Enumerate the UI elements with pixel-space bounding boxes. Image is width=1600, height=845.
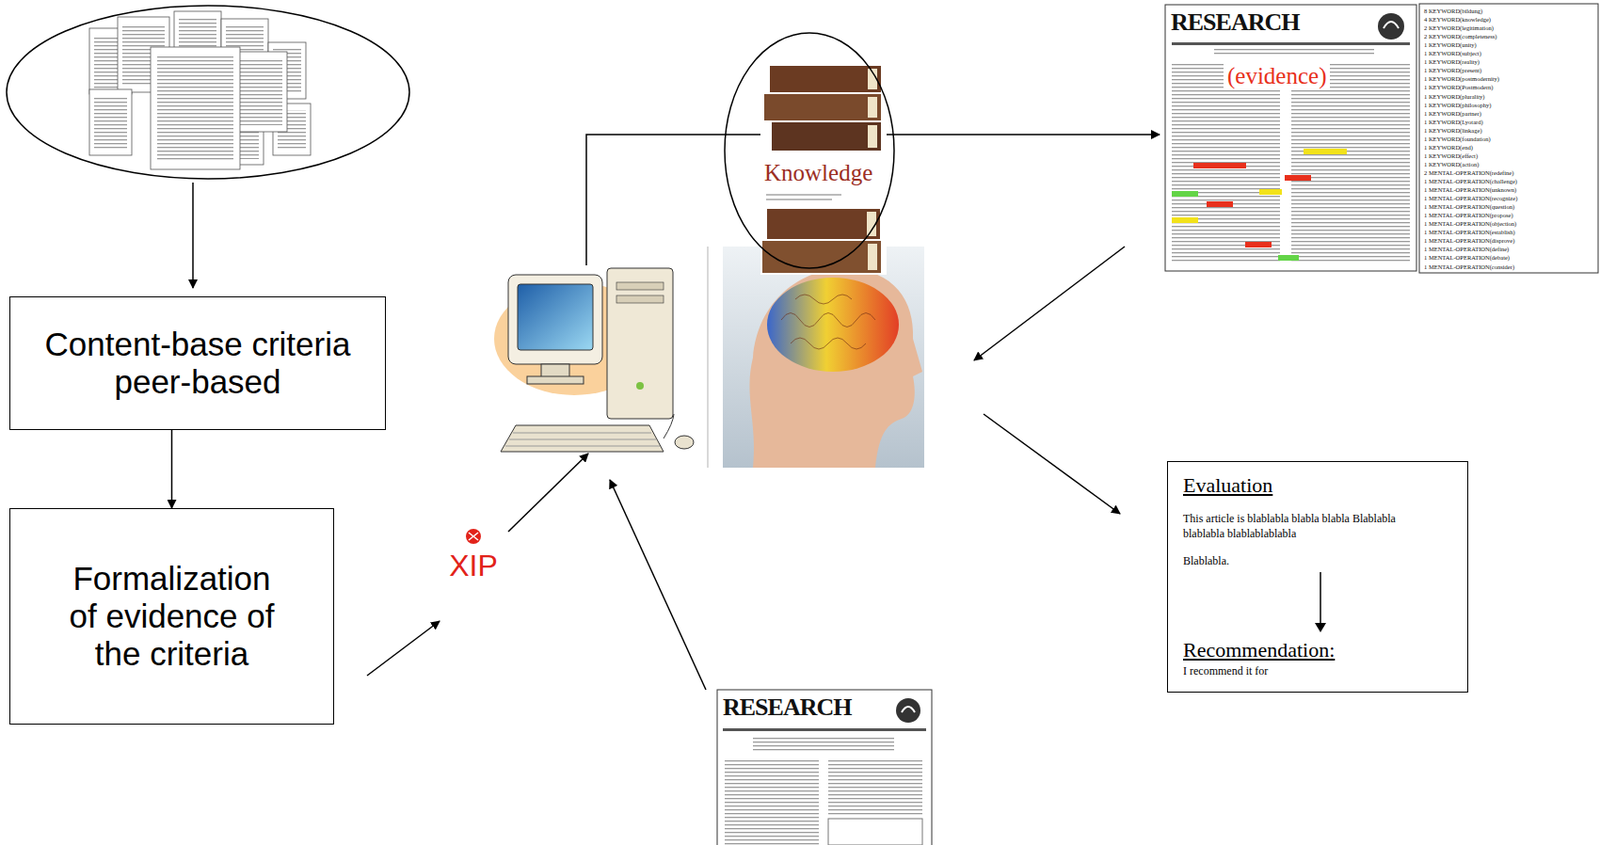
- brain-head-illustration: [722, 246, 925, 468]
- keyword-count: 1 KEYWORD(Lyotard): [1424, 118, 1484, 127]
- body-text: This article is blablabla blabla blabla …: [1183, 511, 1402, 542]
- keyword-count: 2 MENTAL-OPERATION(redefine): [1424, 169, 1514, 177]
- keyword-count: 1 KEYWORD(partner): [1424, 110, 1482, 118]
- computer-illustration: [494, 268, 694, 452]
- keyword-count: 1 MENTAL-OPERATION(question): [1424, 203, 1515, 211]
- divider: [706, 246, 709, 468]
- connector-arrow: [171, 430, 174, 509]
- evaluation-box: EvaluationThis article is blablabla blab…: [1167, 461, 1469, 693]
- document-cloud: [6, 5, 410, 179]
- keyword-count: 1 MENTAL-OPERATION(propose): [1424, 211, 1514, 220]
- keyword-count: 2 KEYWORD(completeness): [1424, 32, 1497, 41]
- keyword-count: 1 KEYWORD(foundation): [1424, 135, 1491, 144]
- internal-arrow: [1311, 568, 1330, 637]
- box-label: Content-base criteria peer-based: [23, 325, 372, 402]
- keyword-count: 1 MENTAL-OPERATION(objection): [1424, 220, 1517, 228]
- section-heading: Evaluation: [1183, 473, 1453, 498]
- keyword-count: 1 KEYWORD(present): [1424, 66, 1482, 75]
- keyword-count: 1 MENTAL-OPERATION(define): [1424, 245, 1509, 254]
- xip-icon: [465, 528, 481, 544]
- knowledge-books: [760, 61, 887, 275]
- keyword-count: 1 MENTAL-OPERATION(debate): [1424, 254, 1510, 262]
- document-pages: [89, 11, 311, 170]
- knowledge-circle: [724, 32, 895, 269]
- research-document: [717, 689, 932, 845]
- keyword-count: 1 KEYWORD(Postmodern): [1424, 83, 1493, 92]
- keyword-count: 2 KEYWORD(legitimation): [1424, 24, 1494, 32]
- masthead: RESEARCH: [722, 693, 851, 722]
- keyword-count: 1 KEYWORD(linkage): [1424, 127, 1483, 135]
- process-box: Content-base criteria peer-based: [9, 296, 386, 431]
- keyword-count: 1 MENTAL-OPERATION(recognize): [1424, 194, 1518, 203]
- tool-name: XIP: [448, 548, 498, 584]
- keyword-count: 1 MENTAL-OPERATION(disprove): [1424, 237, 1515, 245]
- keyword-count: 1 MENTAL-OPERATION(establish): [1424, 228, 1516, 237]
- process-box: Formalization of evidence of the criteri…: [9, 508, 335, 725]
- keyword-count: 1 KEYWORD(effect): [1424, 152, 1478, 160]
- keyword-count: 8 KEYWORD(bildung): [1424, 7, 1483, 16]
- keyword-count: 1 KEYWORD(action): [1424, 160, 1479, 169]
- box-label: Formalization of evidence of the criteri…: [63, 560, 282, 674]
- keyword-count: 1 KEYWORD(postmodernity): [1424, 75, 1500, 83]
- research-document: [1165, 3, 1599, 273]
- masthead: RESEARCH: [1170, 8, 1299, 37]
- keyword-count: 1 KEYWORD(philosophy): [1424, 101, 1491, 110]
- keyword-count: 1 MENTAL-OPERATION(unknown): [1424, 186, 1517, 194]
- keyword-count: 4 KEYWORD(knowledge): [1424, 16, 1491, 24]
- evidence-label: (evidence): [1223, 63, 1330, 91]
- keyword-count: 1 MENTAL-OPERATION(challenge): [1424, 177, 1518, 186]
- keyword-count: 1 KEYWORD(unity): [1424, 41, 1477, 49]
- body-text: Blablabla.: [1183, 554, 1453, 569]
- keyword-count: 1 MENTAL-OPERATION(consider): [1424, 263, 1515, 272]
- keyword-count: 1 KEYWORD(plurality): [1424, 93, 1485, 101]
- body-text: I recommend it for: [1183, 664, 1453, 679]
- section-heading: Recommendation:: [1183, 638, 1453, 663]
- keyword-count: 1 KEYWORD(end): [1424, 144, 1473, 152]
- book-title: Knowledge: [764, 160, 873, 188]
- keyword-count: 1 KEYWORD(reality): [1424, 58, 1480, 66]
- keyword-count: 1 KEYWORD(subject): [1424, 49, 1482, 58]
